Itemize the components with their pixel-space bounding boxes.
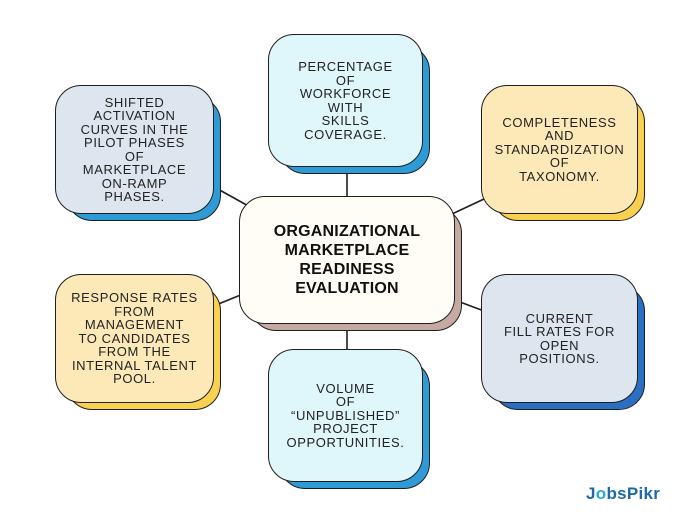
node-top-left: SHIFTED ACTIVATION CURVES IN THE PILOT P… xyxy=(55,85,221,221)
center-title: ORGANIZATIONAL MARKETPLACE READINESS EVA… xyxy=(273,223,421,297)
node-bottom-left: RESPONSE RATES FROM MANAGEMENT TO CANDID… xyxy=(55,274,221,410)
logo-dot: o xyxy=(595,484,607,503)
node-center: ORGANIZATIONAL MARKETPLACE READINESS EVA… xyxy=(239,196,462,331)
jobspikr-logo: JobsPikr xyxy=(586,484,660,504)
node-bottom-left-face: RESPONSE RATES FROM MANAGEMENT TO CANDID… xyxy=(55,274,214,403)
node-bottom-right: CURRENT FILL RATES FOR OPEN POSITIONS. xyxy=(481,274,645,410)
node-top-left-face: SHIFTED ACTIVATION CURVES IN THE PILOT P… xyxy=(55,85,214,214)
node-bottom-right-face: CURRENT FILL RATES FOR OPEN POSITIONS. xyxy=(481,274,638,403)
node-bottom-label: VOLUME OF “UNPUBLISHED” PROJECT OPPORTUN… xyxy=(286,380,405,450)
node-top-right-label: COMPLETENESS AND STANDARDIZATION OF TAXO… xyxy=(494,114,625,184)
node-bottom-face: VOLUME OF “UNPUBLISHED” PROJECT OPPORTUN… xyxy=(268,349,423,482)
node-center-face: ORGANIZATIONAL MARKETPLACE READINESS EVA… xyxy=(239,196,455,324)
node-top-right: COMPLETENESS AND STANDARDIZATION OF TAXO… xyxy=(481,85,645,221)
connector-top-right xyxy=(451,198,485,215)
logo-part-2: bsPikr xyxy=(606,484,661,503)
node-bottom-right-label: CURRENT FILL RATES FOR OPEN POSITIONS. xyxy=(504,310,615,366)
node-top-right-face: COMPLETENESS AND STANDARDIZATION OF TAXO… xyxy=(481,85,638,214)
node-top: PERCENTAGE OF WORKFORCE WITH SKILLS COVE… xyxy=(268,34,430,174)
node-top-label: PERCENTAGE OF WORKFORCE WITH SKILLS COVE… xyxy=(298,59,393,142)
node-top-left-label: SHIFTED ACTIVATION CURVES IN THE PILOT P… xyxy=(80,94,189,204)
logo-part-1: J xyxy=(586,484,596,503)
node-bottom-left-label: RESPONSE RATES FROM MANAGEMENT TO CANDID… xyxy=(71,290,198,387)
node-top-face: PERCENTAGE OF WORKFORCE WITH SKILLS COVE… xyxy=(268,34,423,167)
node-bottom: VOLUME OF “UNPUBLISHED” PROJECT OPPORTUN… xyxy=(268,349,430,489)
